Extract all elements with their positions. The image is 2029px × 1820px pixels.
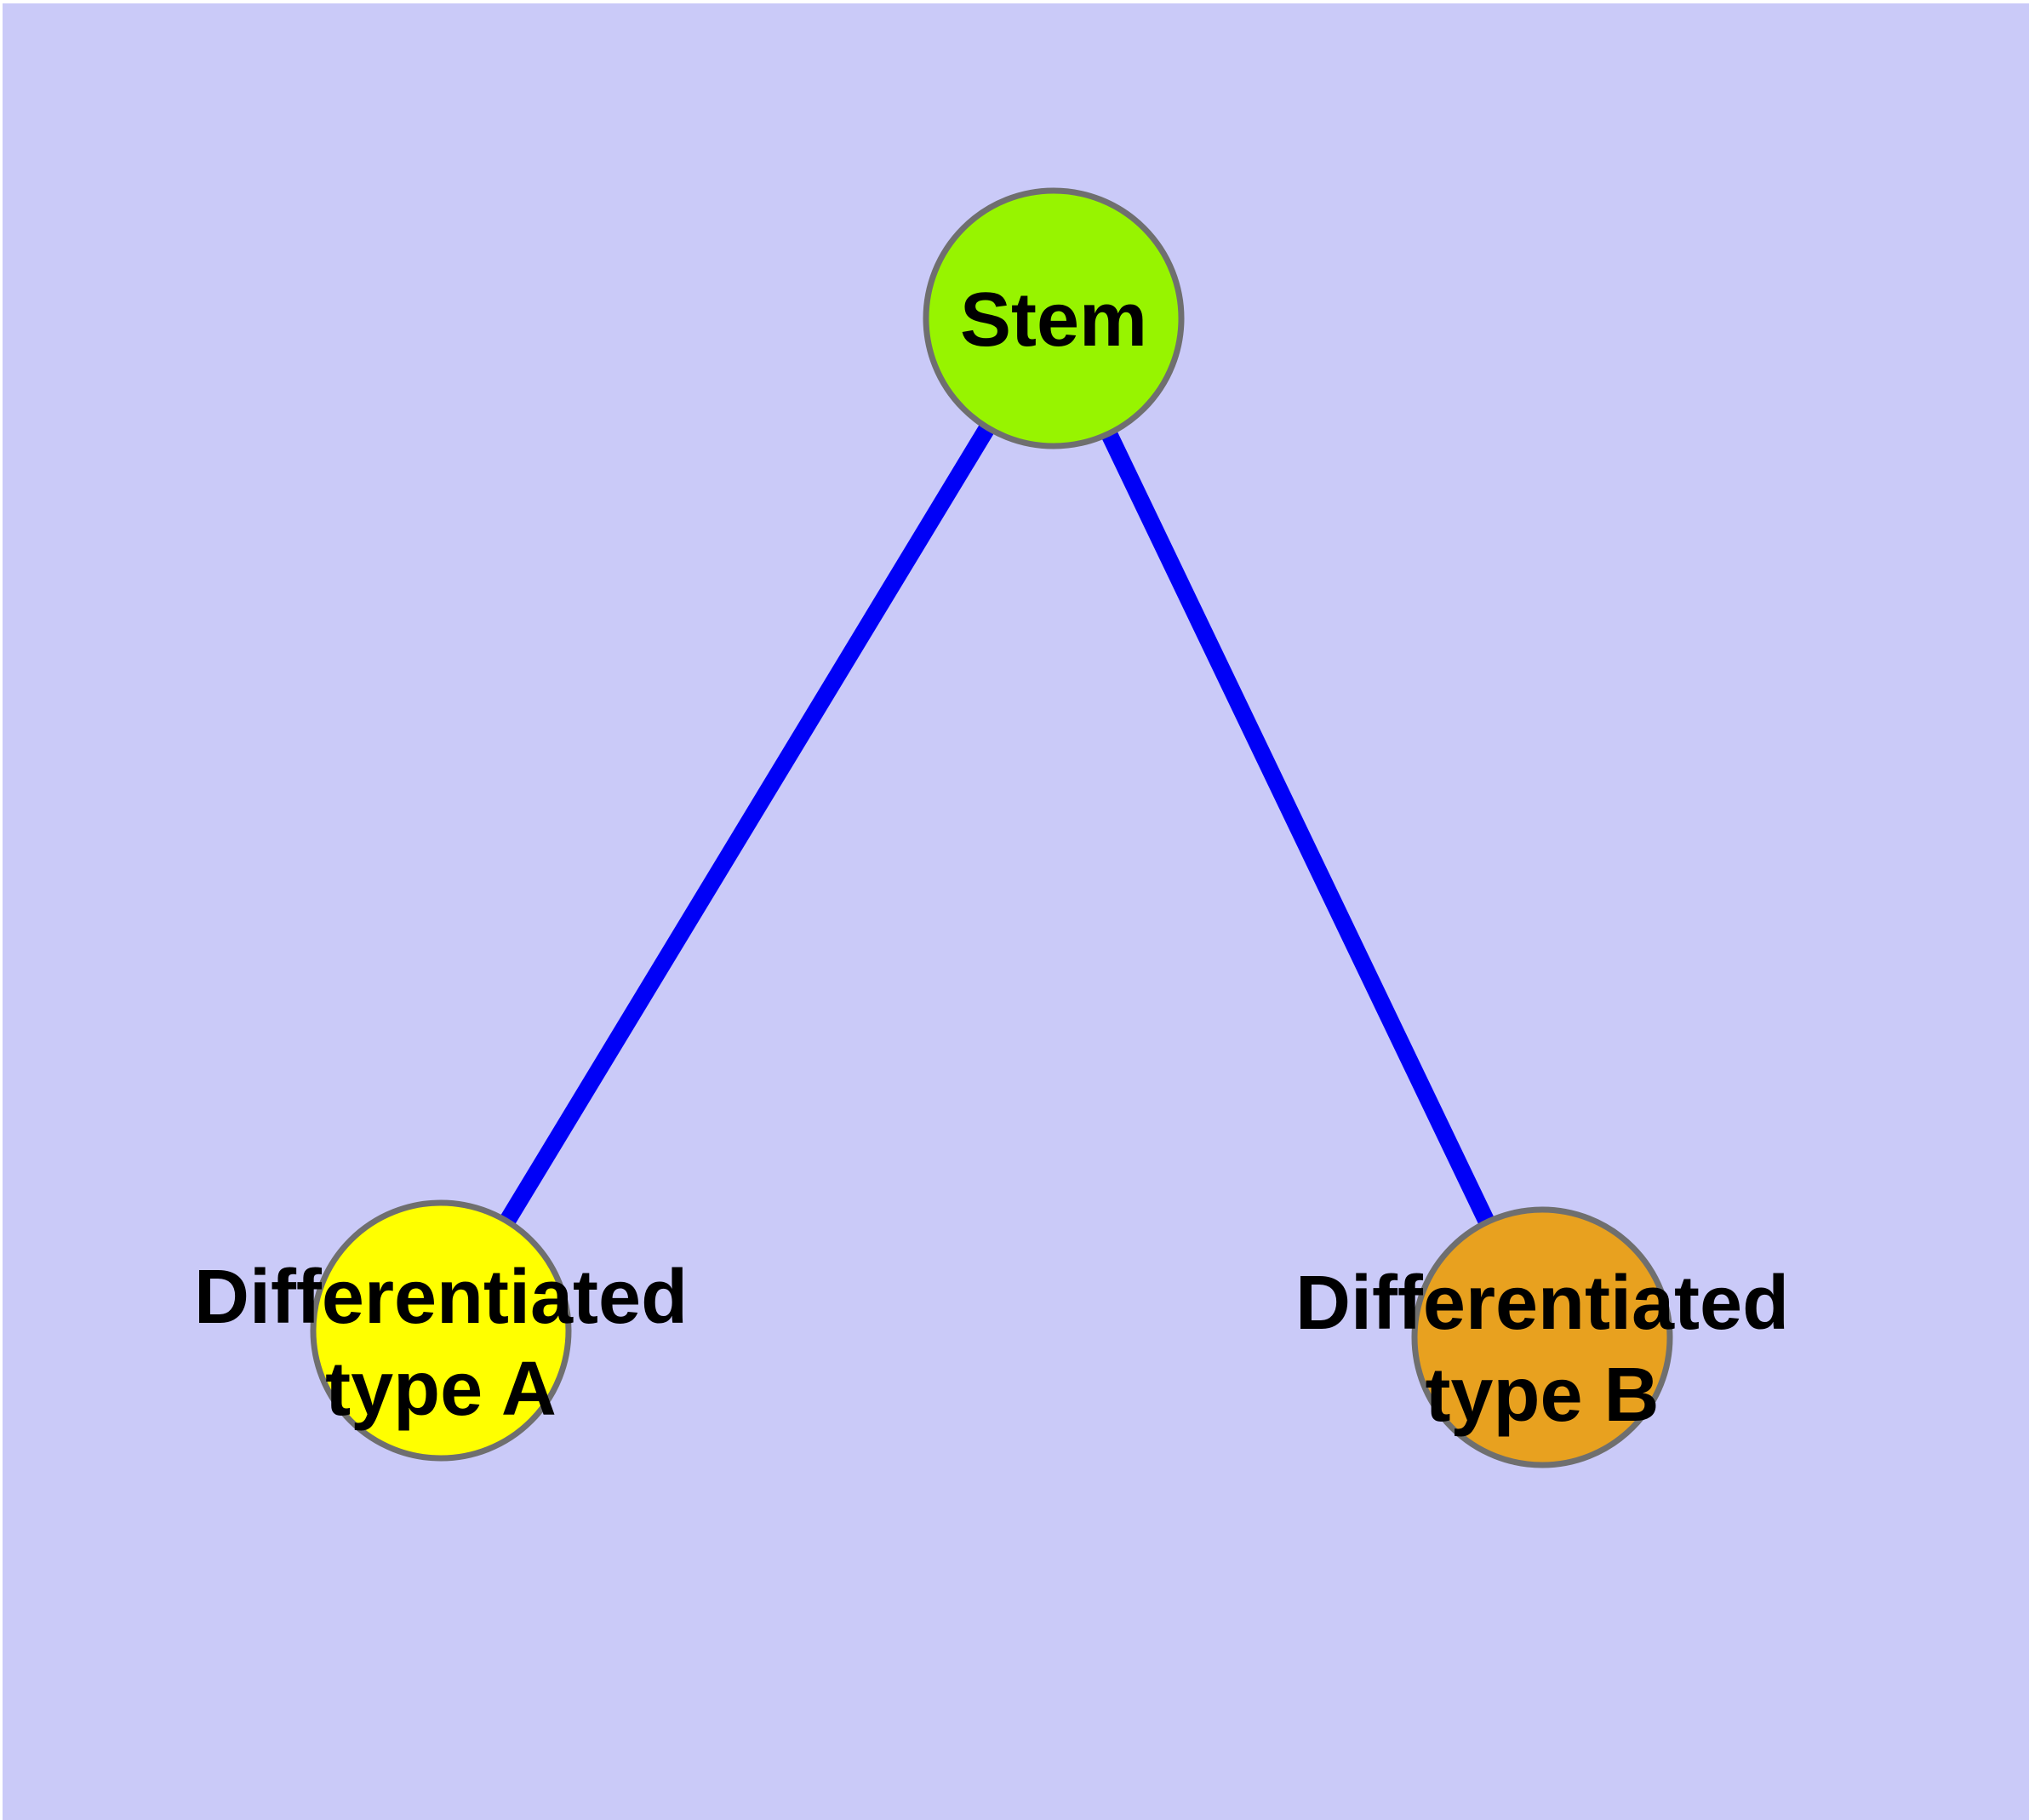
edge-stem-to-type-a xyxy=(433,313,1061,1336)
node-label-differentiated-type-b: Differentiated type B xyxy=(1295,1257,1789,1441)
node-stem xyxy=(923,187,1185,449)
node-differentiated-type-b xyxy=(1411,1206,1673,1468)
node-differentiated-type-a xyxy=(310,1199,572,1462)
graph-svg xyxy=(310,187,1673,1468)
node-label-stem: Stem xyxy=(960,274,1147,366)
edge-stem-to-type-b xyxy=(1045,314,1551,1342)
node-label-differentiated-type-a: Differentiated type A xyxy=(194,1251,688,1435)
diagram-canvas: Stem Differentiated type A Differentiate… xyxy=(3,3,2029,1820)
node-label-type-b-line1: Differentiated xyxy=(1295,1261,1790,1346)
node-label-stem-text: Stem xyxy=(959,278,1148,363)
node-label-type-b-line2: type B xyxy=(1425,1353,1660,1438)
node-label-type-a-line1: Differentiated xyxy=(193,1255,689,1340)
node-label-type-a-line2: type A xyxy=(325,1347,557,1432)
